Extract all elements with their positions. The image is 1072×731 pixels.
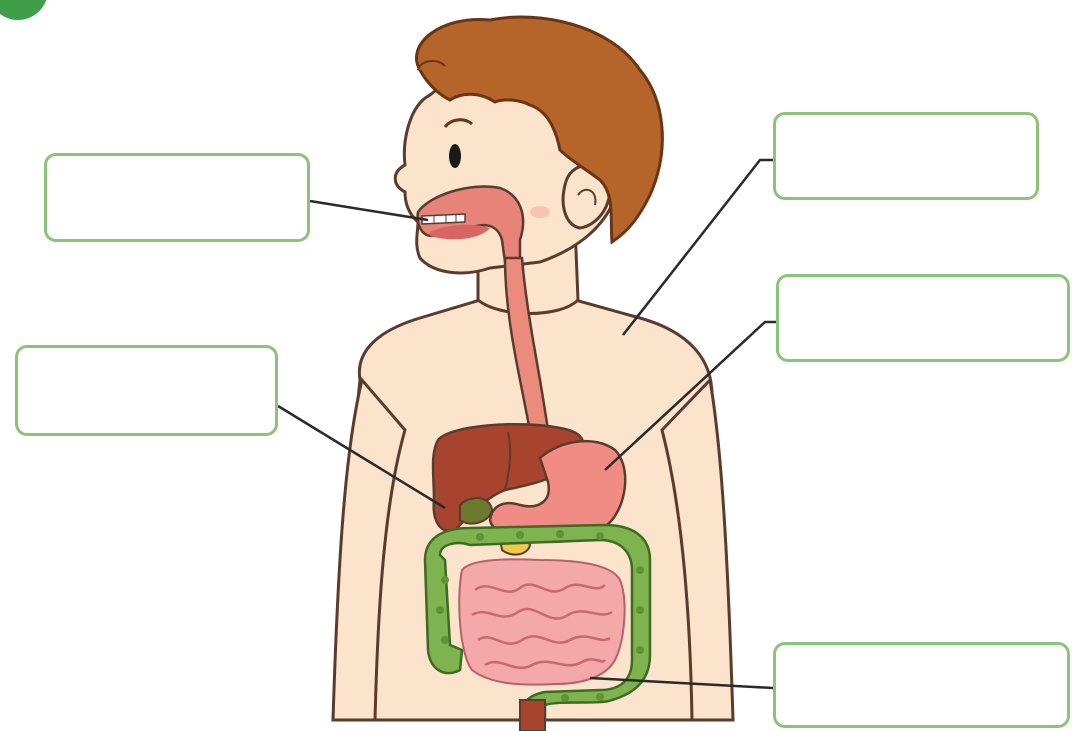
rectum — [520, 700, 545, 731]
label-box-large-intestine[interactable] — [773, 642, 1070, 728]
eye — [449, 144, 461, 168]
label-box-liver[interactable] — [15, 345, 278, 436]
label-box-stomach[interactable] — [776, 274, 1070, 362]
teeth — [422, 214, 465, 224]
green-number-badge-icon — [0, 0, 48, 20]
small-intestine — [459, 559, 624, 684]
label-box-esophagus[interactable] — [773, 112, 1039, 200]
label-box-mouth[interactable] — [44, 153, 310, 242]
